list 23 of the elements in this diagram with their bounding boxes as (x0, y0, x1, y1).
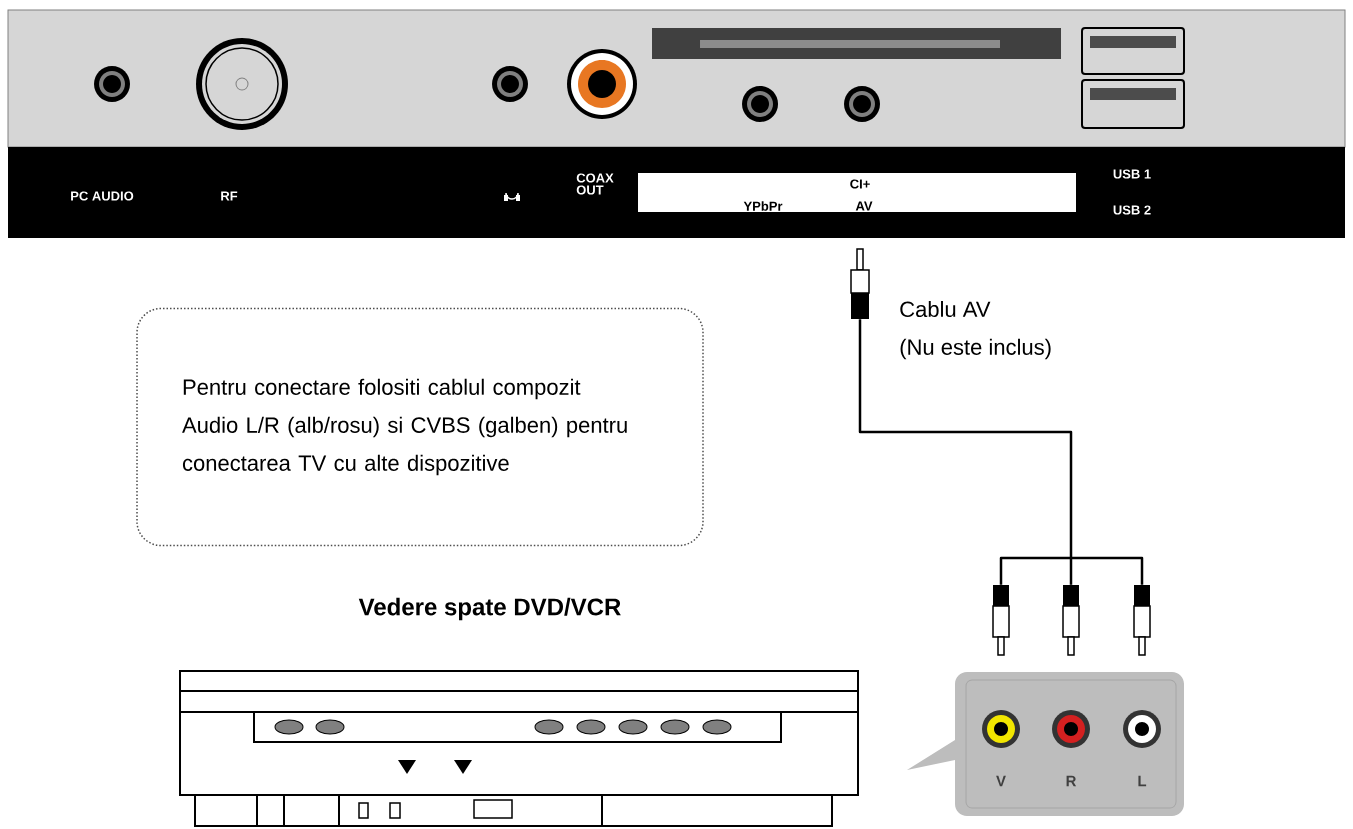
heading: Vedere spate DVD/VCR (358, 597, 621, 621)
band-label: COAX OUT (576, 173, 614, 195)
band-label: RF (221, 191, 238, 201)
panel-label: YPbPr (743, 201, 783, 211)
band-label: PC AUDIO (71, 191, 134, 201)
rca-plug (1133, 585, 1151, 656)
note-box: Pentru conectare folositi cablul compozit Audio L/R (alb/rosu) si CVBS (galben) pentru conectarea TV cu alte dispozitive (136, 307, 704, 547)
av-plug (850, 248, 870, 319)
band-label: USB 1 (1113, 169, 1151, 179)
cable (999, 556, 1071, 585)
cable-label: (Nu este inclus) (900, 338, 1051, 360)
cable (858, 319, 1073, 558)
socket-label: R (1066, 775, 1077, 787)
cable (1071, 556, 1144, 585)
rca-plug (992, 585, 1010, 656)
rca-plug (1062, 585, 1080, 656)
band-label: USB 2 (1113, 205, 1151, 215)
cable (1069, 558, 1073, 585)
socket-label: V (996, 775, 1006, 787)
panel-label: CI+ (850, 179, 870, 189)
panel-label: AV (855, 201, 873, 211)
socket-label: L (1138, 775, 1147, 787)
cable-label: Cablu AV (900, 300, 991, 318)
